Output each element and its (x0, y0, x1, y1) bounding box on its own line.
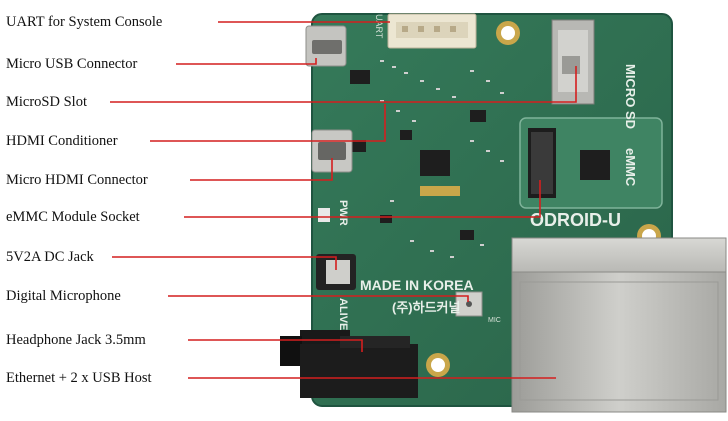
label-uart: UART for System Console (6, 14, 163, 30)
leader-dc-jack (112, 256, 337, 270)
board-text-micro-sd: MICRO SD (623, 64, 638, 129)
board-text-mic: MIC (488, 317, 501, 324)
label-emmc: eMMC Module Socket (6, 209, 140, 225)
label-microsd: MicroSD Slot (6, 94, 87, 110)
smd-dots (380, 60, 504, 258)
digital-microphone (455, 291, 483, 317)
micro-usb-connector (305, 25, 347, 67)
board-text-uart: UART (374, 14, 384, 39)
uart-connector (387, 13, 477, 49)
label-ethernet: Ethernet + 2 x USB Host (6, 370, 152, 386)
label-headphone: Headphone Jack 3.5mm (6, 332, 146, 348)
leader-emmc (184, 180, 541, 218)
leader-micro-usb (176, 58, 317, 65)
ethernet-usb-block (511, 237, 727, 413)
board-text-alive: ALIVE (337, 298, 349, 330)
board-text-made-in: MADE IN KOREA (360, 277, 474, 293)
headphone-jack (280, 330, 418, 398)
board-text-maker: (주)하드커널 (392, 300, 460, 315)
label-microphone: Digital Microphone (6, 288, 121, 304)
leader-microphone (168, 295, 469, 302)
leader-micro-hdmi (190, 158, 333, 181)
microsd-slot (551, 19, 595, 105)
leader-headphone (188, 339, 363, 352)
leader-microsd (110, 66, 577, 103)
mounting-holes (426, 21, 661, 377)
board-text-model: ODROID-U (530, 210, 621, 230)
label-dc-jack: 5V2A DC Jack (6, 249, 94, 265)
leader-hdmi-conditioner (150, 104, 386, 142)
pwr-led (318, 208, 330, 222)
small-components (350, 70, 610, 240)
label-hdmi-conditioner: HDMI Conditioner (6, 133, 118, 149)
label-micro-hdmi: Micro HDMI Connector (6, 172, 148, 188)
board-text-emmc: eMMC (623, 148, 638, 187)
dc-jack (316, 254, 356, 290)
board-text-pwr: PWR (337, 200, 349, 226)
label-micro-usb: Micro USB Connector (6, 56, 138, 72)
